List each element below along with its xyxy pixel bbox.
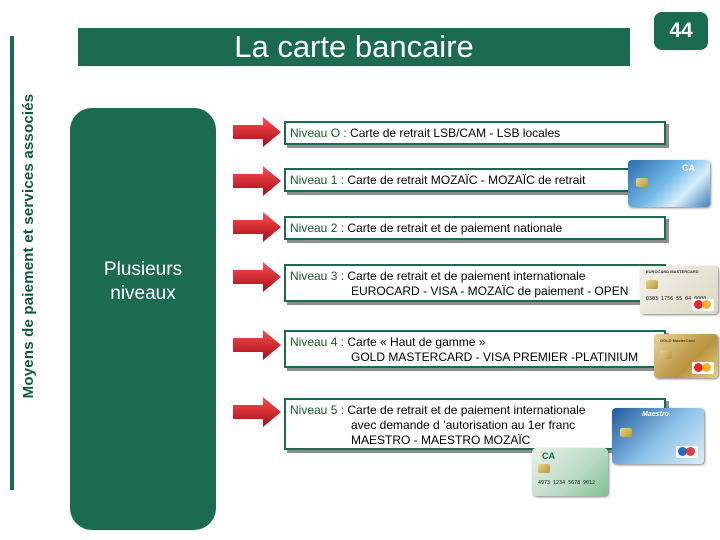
level-2-box: Niveau 2 : Carte de retrait et de paieme… <box>284 216 666 240</box>
sidebar-bar <box>10 36 14 490</box>
maestro-logo-icon <box>676 446 698 458</box>
page-number-badge: 44 <box>654 12 708 50</box>
card-number: 4973 1234 5678 9012 <box>538 480 596 486</box>
card-brand: Maestro <box>642 411 669 418</box>
levels-panel <box>70 108 216 530</box>
title-banner <box>78 28 630 66</box>
card-brand: EUROCARD MASTERCARD <box>646 269 699 274</box>
level-text: Carte de retrait et de paiement internat… <box>347 403 586 417</box>
level-0-box: Niveau O : Carte de retrait LSB/CAM - LS… <box>284 121 666 145</box>
level-3-box: Niveau 3 : Carte de retrait et de paieme… <box>284 264 666 302</box>
card-brand: CA <box>682 163 695 173</box>
maestro-card-image: Maestro <box>612 408 704 464</box>
level-text: Carte de retrait LSB/CAM - LSB locales <box>350 126 561 140</box>
ca-card-image: CA 4973 1234 5678 9012 <box>532 448 608 496</box>
mastercard-logo-icon <box>692 362 714 374</box>
level-4-box: Niveau 4 : Carte « Haut de gamme » GOLD … <box>284 330 666 368</box>
level-label: Niveau 4 : <box>290 335 345 349</box>
arrow-right-icon <box>233 330 281 360</box>
card-brand: GOLD MasterCard <box>660 338 695 343</box>
card-chip-icon <box>660 350 672 359</box>
mozaic-card-image: CA <box>628 160 710 207</box>
level-text: avec demande d ’autorisation au 1er fran… <box>351 418 576 432</box>
level-label: Niveau 3 : <box>290 269 345 283</box>
level-text: GOLD MASTERCARD - VISA PREMIER -PLATINIU… <box>351 350 639 364</box>
level-text: Carte « Haut de gamme » <box>347 335 486 349</box>
level-5-box: Niveau 5 : Carte de retrait et de paieme… <box>284 398 666 450</box>
level-label: Niveau 1 : <box>290 173 345 187</box>
card-number: 0303 1756 55 04 0000 <box>646 296 707 302</box>
card-chip-icon <box>620 428 632 437</box>
eurocard-card-image: EUROCARD MASTERCARD 0303 1756 55 04 0000 <box>640 266 718 314</box>
card-chip-icon <box>636 178 648 187</box>
arrow-right-icon <box>233 166 281 196</box>
arrow-right-icon <box>233 262 281 292</box>
panel-label-line2: niveaux <box>110 283 176 304</box>
level-1-box: Niveau 1 : Carte de retrait MOZAÏC - MOZ… <box>284 168 666 192</box>
card-brand: CA <box>542 451 555 461</box>
level-text: Carte de retrait et de paiement national… <box>347 221 563 235</box>
arrow-right-icon <box>233 117 281 147</box>
panel-label: Plusieurs niveaux <box>70 258 216 306</box>
page-title: La carte bancaire <box>234 29 474 64</box>
sidebar-label: Moyens de paiement et services associés <box>20 93 37 399</box>
arrow-right-icon <box>233 212 281 242</box>
level-text: Carte de retrait et de paiement internat… <box>347 269 586 283</box>
panel-label-line1: Plusieurs <box>103 259 183 280</box>
level-label: Niveau O : <box>290 126 347 140</box>
card-chip-icon <box>538 464 550 473</box>
level-text: EUROCARD - VISA - MOZAÏC de paiement - O… <box>351 284 629 298</box>
mastercard-logo-icon <box>692 299 714 311</box>
level-label: Niveau 5 : <box>290 403 345 417</box>
arrow-right-icon <box>233 397 281 427</box>
gold-card-image: GOLD MasterCard <box>654 334 718 378</box>
card-chip-icon <box>646 280 658 289</box>
level-label: Niveau 2 : <box>290 221 345 235</box>
level-text: Carte de retrait MOZAÏC - MOZAÏC de retr… <box>347 173 586 187</box>
level-text: MAESTRO - MAESTRO MOZAÏC <box>351 433 531 447</box>
